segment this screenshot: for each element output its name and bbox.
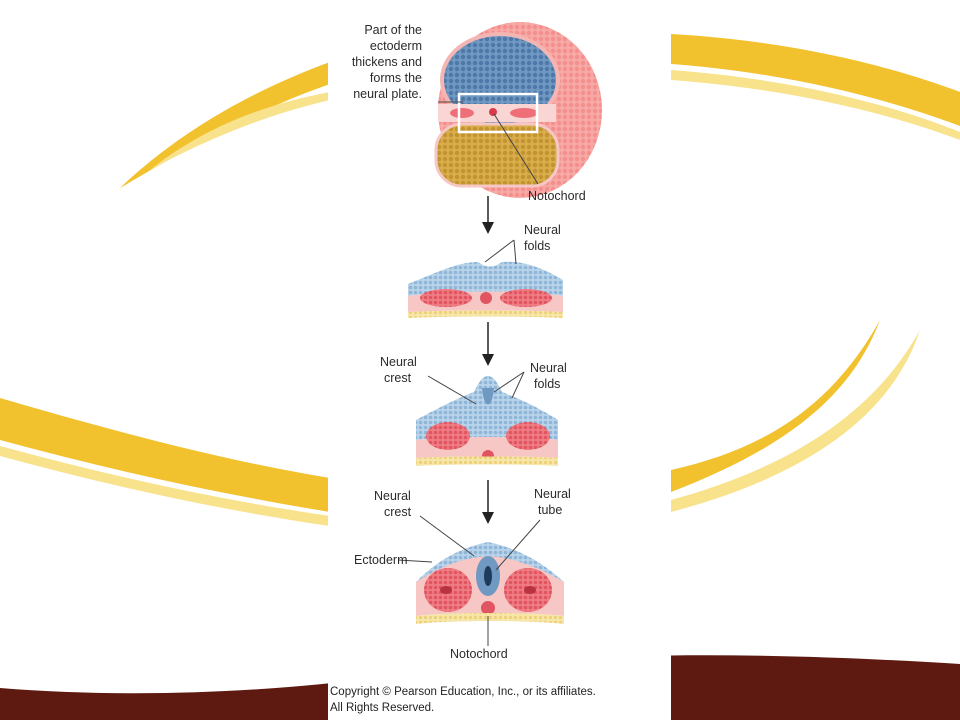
stage3-crest-label-line-2: crest bbox=[384, 371, 412, 385]
callout-line-3: thickens and bbox=[352, 55, 422, 69]
stage4-notochord-label: Notochord bbox=[450, 647, 508, 661]
gold-swoosh-left bbox=[0, 398, 330, 512]
pale-swoosh-right bbox=[671, 330, 920, 512]
stage2-cross-section bbox=[408, 239, 563, 318]
stage4-cross-section bbox=[397, 515, 564, 646]
pale-swoosh-left bbox=[0, 446, 330, 526]
stage2-folds-label-line-1: Neural bbox=[524, 223, 561, 237]
stage2-folds-label-line-2: folds bbox=[524, 239, 550, 253]
stage4-tube-label-line-1: Neural bbox=[534, 487, 571, 501]
stage3-cross-section bbox=[416, 371, 558, 466]
stage4-crest-label-line-2: crest bbox=[384, 505, 412, 519]
stage1-embryo bbox=[434, 22, 602, 198]
gold-swoosh-upper-right bbox=[671, 34, 960, 126]
stage4-ectoderm-label: Ectoderm bbox=[354, 553, 408, 567]
stage1-notochord-label: Notochord bbox=[528, 189, 586, 203]
callout-line-4: forms the bbox=[370, 71, 422, 85]
stage4-crest-label-line-1: Neural bbox=[374, 489, 411, 503]
pale-swoosh-upper-right bbox=[671, 70, 960, 140]
stage3-crest-label-line-1: Neural bbox=[380, 355, 417, 369]
gold-swoosh-right bbox=[671, 320, 880, 492]
callout-line-5: neural plate. bbox=[353, 87, 422, 101]
stage3-folds-label-line-1: Neural bbox=[530, 361, 567, 375]
neurulation-diagram: Part of the ectoderm thickens and forms … bbox=[330, 22, 602, 714]
copyright-line-1: Copyright © Pearson Education, Inc., or … bbox=[330, 686, 596, 698]
stage4-tube-label-line-2: tube bbox=[538, 503, 562, 517]
pale-swoosh-upper-left bbox=[150, 92, 330, 170]
stage3-folds-label-line-2: folds bbox=[534, 377, 560, 391]
copyright-line-2: All Rights Reserved. bbox=[330, 702, 434, 714]
diagram-panel: Part of the ectoderm thickens and forms … bbox=[328, 0, 671, 720]
stage1-callout-label: Part of the ectoderm thickens and forms … bbox=[352, 23, 422, 101]
callout-line-1: Part of the bbox=[364, 23, 422, 37]
callout-line-2: ectoderm bbox=[370, 39, 422, 53]
